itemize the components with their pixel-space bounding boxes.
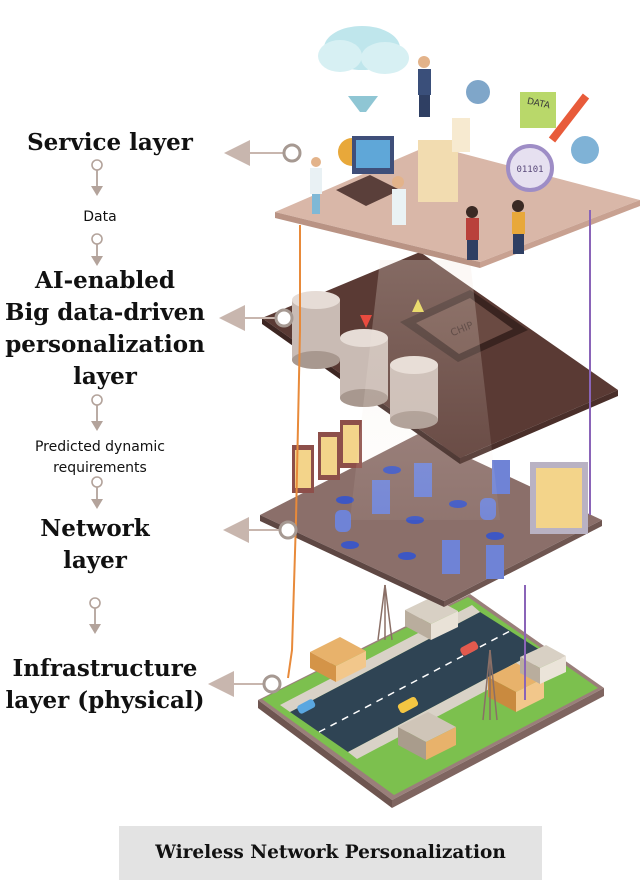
orange-wire xyxy=(287,225,301,679)
person-figure xyxy=(466,206,479,260)
infrastructure-layer-title-line: Infrastructure xyxy=(12,655,198,682)
network-layer-title-line: layer xyxy=(63,547,127,574)
server-rack-icon xyxy=(318,432,340,480)
ai-layer-title-line: personalization xyxy=(5,331,205,358)
house xyxy=(405,597,458,640)
house xyxy=(310,637,366,682)
layer-connector-arrows xyxy=(208,140,302,697)
server-rack-icon xyxy=(530,462,588,534)
funnel-icon xyxy=(348,96,378,112)
flow-arrow-network-to-infrastructure xyxy=(89,597,101,634)
pencil-icon xyxy=(548,93,590,143)
requirements-flow-label-line: requirements xyxy=(53,460,147,476)
person-figure xyxy=(310,157,322,214)
file-cabinet-icon xyxy=(418,118,470,202)
flow-arrow-requirements-to-network xyxy=(91,476,103,509)
cell-tower-icon xyxy=(482,649,498,721)
flow-arrow-service-to-data xyxy=(91,159,103,196)
infrastructure-layer-title-line: layer (physical) xyxy=(5,687,205,714)
house xyxy=(398,712,456,760)
connection-wires xyxy=(287,210,591,700)
service-layer-title-line: Service layer xyxy=(27,129,193,156)
data-beam xyxy=(350,260,500,520)
gear-icon xyxy=(571,136,599,164)
ai-layer-title-line: AI-enabled xyxy=(35,267,175,294)
requirements-flow-label-line: Predicted dynamic xyxy=(34,439,166,455)
flow-arrow-data-to-ai xyxy=(91,233,103,266)
monitor-icon xyxy=(352,136,394,174)
server-rack-icon xyxy=(340,420,362,468)
flow-arrow-ai-to-requirements xyxy=(91,394,103,431)
binary-readout: 01101 xyxy=(516,165,543,175)
cell-tower-icon xyxy=(377,584,393,641)
desk xyxy=(336,175,400,206)
infrastructure-connector-arrow xyxy=(208,671,282,697)
person-figure xyxy=(392,176,406,225)
service-layer-title: Service layer xyxy=(10,127,210,159)
ai-connector-arrow xyxy=(219,305,294,331)
server-rack-icon xyxy=(292,445,314,493)
data-flow-label: Data xyxy=(83,209,117,225)
infrastructure-layer-title: Infrastructure layer (physical) xyxy=(5,653,205,717)
person-figure xyxy=(512,200,525,254)
service-connector-arrow xyxy=(224,140,302,166)
gear-icon xyxy=(466,80,490,104)
magnifier-icon: 01101 xyxy=(506,144,554,192)
ai-layer-title-line: Big data-driven xyxy=(5,299,205,326)
person-figure xyxy=(418,56,431,117)
data-panel: DATA xyxy=(520,92,556,128)
ai-layer-title-line: layer xyxy=(73,363,137,390)
down-arrow-icon xyxy=(360,315,372,328)
caption-box: Wireless Network Personalization xyxy=(119,826,542,880)
network-layer-title-line: Network xyxy=(40,515,150,542)
house xyxy=(488,663,544,712)
service-plate: DATA 01101 xyxy=(275,26,640,268)
infrastructure-ground xyxy=(258,584,604,808)
caption: Wireless Network Personalization xyxy=(155,842,506,863)
data-panel-label: DATA xyxy=(526,97,552,112)
network-connector-arrow xyxy=(223,517,298,543)
network-layer-title: Network layer xyxy=(0,513,190,577)
cloud-icon xyxy=(318,26,409,74)
flow-arrows xyxy=(89,159,103,634)
ai-layer-title: AI-enabled Big data-driven personalizati… xyxy=(0,265,210,393)
requirements-flow-label: Predicted dynamic requirements xyxy=(5,437,195,479)
